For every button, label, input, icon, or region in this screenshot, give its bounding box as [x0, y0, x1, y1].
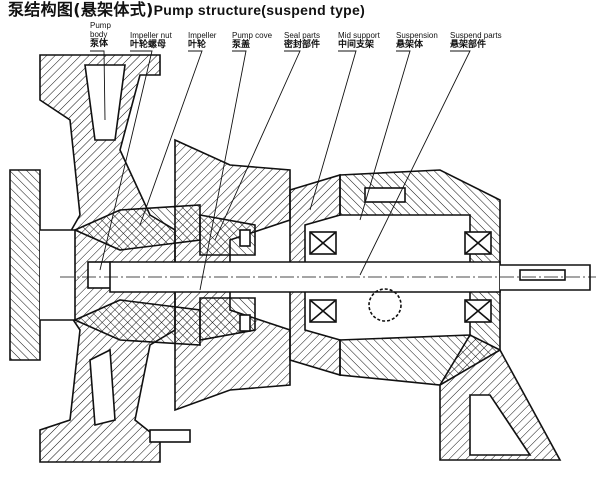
leader-lines	[90, 50, 471, 291]
impeller-nut	[87, 261, 113, 289]
bearing-rear	[464, 231, 492, 323]
diagram-title: 泵结构图(悬架体式)Pump structure(suspend type)	[8, 1, 365, 19]
title-zh: 泵结构图(悬架体式)	[8, 0, 154, 19]
bearing-front	[309, 231, 337, 323]
title-en: Pump structure(suspend type)	[153, 2, 366, 18]
suspension-housing	[339, 169, 501, 386]
oil-sight	[368, 288, 402, 322]
inlet-flange	[9, 169, 41, 361]
